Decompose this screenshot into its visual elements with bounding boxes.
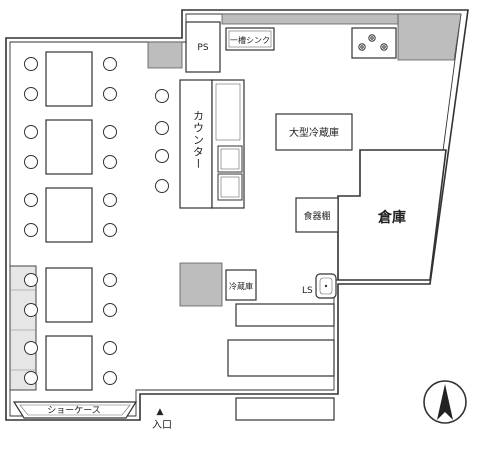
round-stool-icon xyxy=(103,87,117,101)
structural-blocks xyxy=(147,13,462,307)
sink xyxy=(225,27,275,51)
entrance-label: 入口 xyxy=(152,420,172,431)
round-stool-icon xyxy=(24,223,38,237)
wall-block-counter-end xyxy=(179,262,223,307)
north-needle xyxy=(437,384,453,420)
round-stool-icon xyxy=(103,303,117,317)
round-stool-icon xyxy=(103,273,117,287)
ps-label: PS xyxy=(197,43,208,53)
round-stool-icon xyxy=(24,341,38,355)
storage-label: 倉庫 xyxy=(377,209,406,226)
showcase-inner xyxy=(19,404,131,416)
round-stool-icon xyxy=(24,273,38,287)
big-fridge-label: 大型冷蔵庫 xyxy=(289,126,339,139)
counter-sink-1 xyxy=(217,145,243,173)
round-stool-icon xyxy=(24,371,38,385)
round-stool-icon xyxy=(155,179,169,193)
seating-area xyxy=(10,51,117,391)
showcase xyxy=(12,401,138,419)
counter-sink-2-basin xyxy=(220,176,240,198)
fridge-label: 冷蔵庫 xyxy=(229,281,253,291)
counter-label: カウンター xyxy=(192,110,205,170)
dish-shelf-label: 食器棚 xyxy=(303,210,330,222)
ls-drain xyxy=(324,284,328,288)
square-table-icon xyxy=(45,267,93,323)
counter: カウンター xyxy=(179,79,245,209)
counter-stools xyxy=(155,89,169,193)
round-stool-icon xyxy=(155,149,169,163)
round-stool-icon xyxy=(103,57,117,71)
round-stool-icon xyxy=(103,125,117,139)
showcase-label: ショーケース xyxy=(47,405,101,416)
round-stool-icon xyxy=(103,193,117,207)
lower-counter-1 xyxy=(235,303,335,327)
sink-basin xyxy=(228,30,272,48)
sink-label: 一槽シンク xyxy=(230,35,270,45)
round-stool-icon xyxy=(155,121,169,135)
round-stool-icon xyxy=(24,57,38,71)
lower-counter-2 xyxy=(227,339,335,377)
wall-block-top-right xyxy=(397,13,462,61)
round-stool-icon xyxy=(155,89,169,103)
wall-block-top-left xyxy=(147,41,183,69)
stove xyxy=(351,27,397,59)
round-stool-icon xyxy=(24,125,38,139)
counter-inner-shelf xyxy=(215,83,241,141)
lower-counter-3 xyxy=(235,397,335,421)
entrance-arrow-icon: ▲ xyxy=(157,407,164,417)
round-stool-icon xyxy=(103,341,117,355)
round-stool-icon xyxy=(103,371,117,385)
square-table-icon xyxy=(45,335,93,391)
round-stool-icon xyxy=(103,223,117,237)
round-stool-icon xyxy=(103,155,117,169)
ls-label: LS xyxy=(302,286,313,296)
wall-block-top xyxy=(221,13,399,25)
round-stool-icon xyxy=(24,155,38,169)
counter-top xyxy=(179,79,213,209)
square-table-icon xyxy=(45,119,93,175)
fridge xyxy=(225,269,257,301)
stove-burner-icon xyxy=(358,34,388,51)
ps-shaft xyxy=(185,21,221,73)
big-fridge xyxy=(275,113,353,151)
ls-basin-inner xyxy=(319,277,333,295)
counter-sink-2 xyxy=(217,173,243,201)
storage-room xyxy=(337,149,447,281)
stove-body xyxy=(351,27,397,59)
counter-sink-1-basin xyxy=(220,148,240,170)
north-arrow-icon xyxy=(423,380,467,424)
round-stool-icon xyxy=(24,87,38,101)
main-wall-outer xyxy=(5,9,469,421)
square-table-icon xyxy=(45,51,93,107)
lower-fixtures xyxy=(227,303,335,421)
round-stool-icon xyxy=(24,303,38,317)
dish-shelf xyxy=(295,197,339,233)
round-stool-icon xyxy=(24,193,38,207)
square-table-icon xyxy=(45,187,93,243)
